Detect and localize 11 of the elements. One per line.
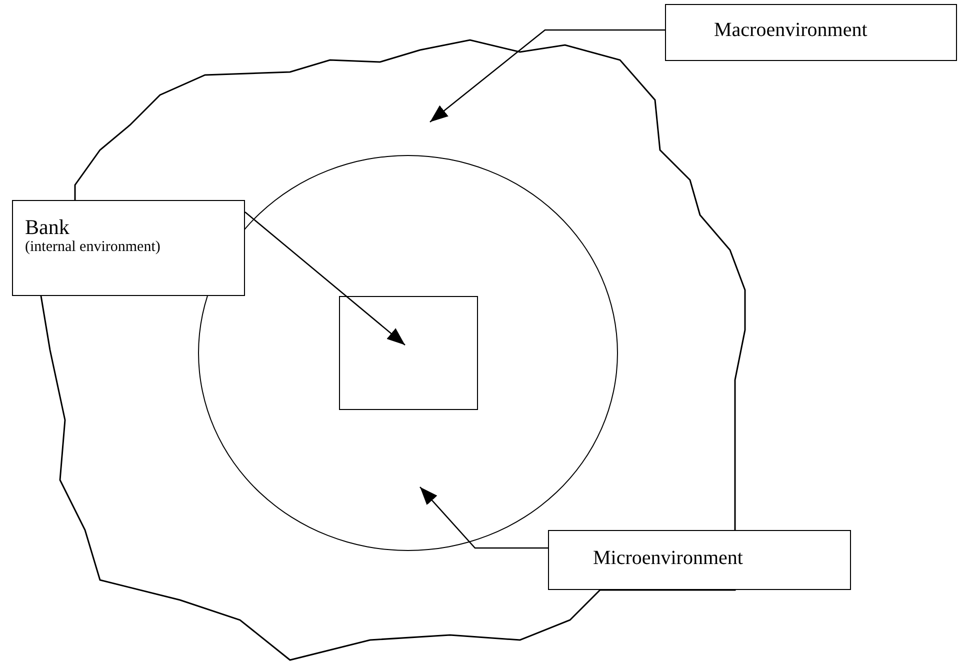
arrow	[430, 29, 665, 122]
arrow	[244, 212, 406, 346]
label-text: Macroenvironment	[714, 19, 868, 42]
text-box	[12, 200, 245, 296]
subtitle-text: (internal environment)	[25, 239, 162, 256]
text-box	[665, 4, 957, 61]
text-box	[548, 530, 851, 590]
arrow	[420, 486, 548, 549]
square-outline	[339, 296, 478, 410]
heading-text: Bank	[25, 215, 70, 240]
label-text: Microenvironment	[593, 547, 744, 570]
